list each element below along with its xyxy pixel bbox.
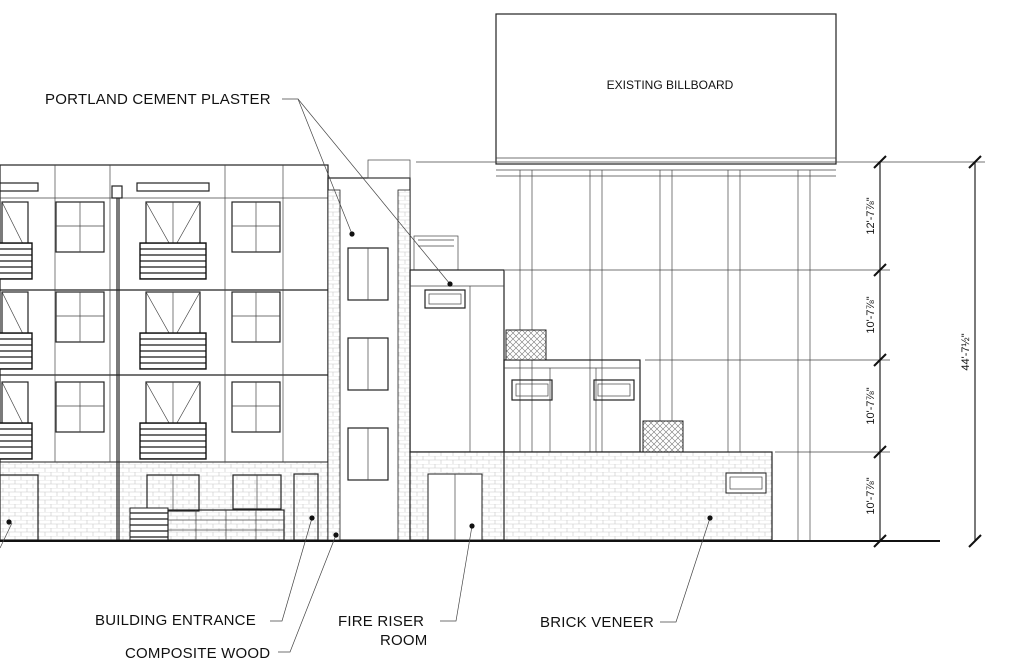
balconies xyxy=(0,242,207,460)
dim-level-3: 10'-7⅞" xyxy=(865,296,877,333)
label-building-entrance: BUILDING ENTRANCE xyxy=(95,612,256,629)
dim-level-2: 10'-7⅞" xyxy=(865,387,877,424)
dim-level-4: 12'-7⅞" xyxy=(865,197,877,234)
label-room: ROOM xyxy=(380,632,427,649)
light-pole xyxy=(111,185,123,540)
billboard-label: EXISTING BILLBOARD xyxy=(607,78,734,92)
callout-leaders xyxy=(0,98,711,653)
stepped-volumes xyxy=(409,269,684,453)
label-fire-riser: FIRE RISER xyxy=(338,613,424,630)
windows-main xyxy=(0,201,319,541)
label-composite-wood: COMPOSITE WOOD xyxy=(125,645,270,662)
dim-total-height: 44'-7½" xyxy=(960,333,972,370)
composite-wood-fence xyxy=(129,507,285,541)
label-brick-veneer: BRICK VENEER xyxy=(540,614,654,631)
dim-level-1: 10'-7⅞" xyxy=(865,477,877,514)
label-portland-cement-plaster: PORTLAND CEMENT PLASTER xyxy=(45,91,271,108)
callout-dots xyxy=(6,231,713,538)
brick-veneer-wall xyxy=(409,451,773,541)
level-lines xyxy=(416,161,985,453)
dimension-strings: 12'-7⅞" 10'-7⅞" 10'-7⅞" 10'-7⅞" 44'-7½" xyxy=(865,155,982,548)
